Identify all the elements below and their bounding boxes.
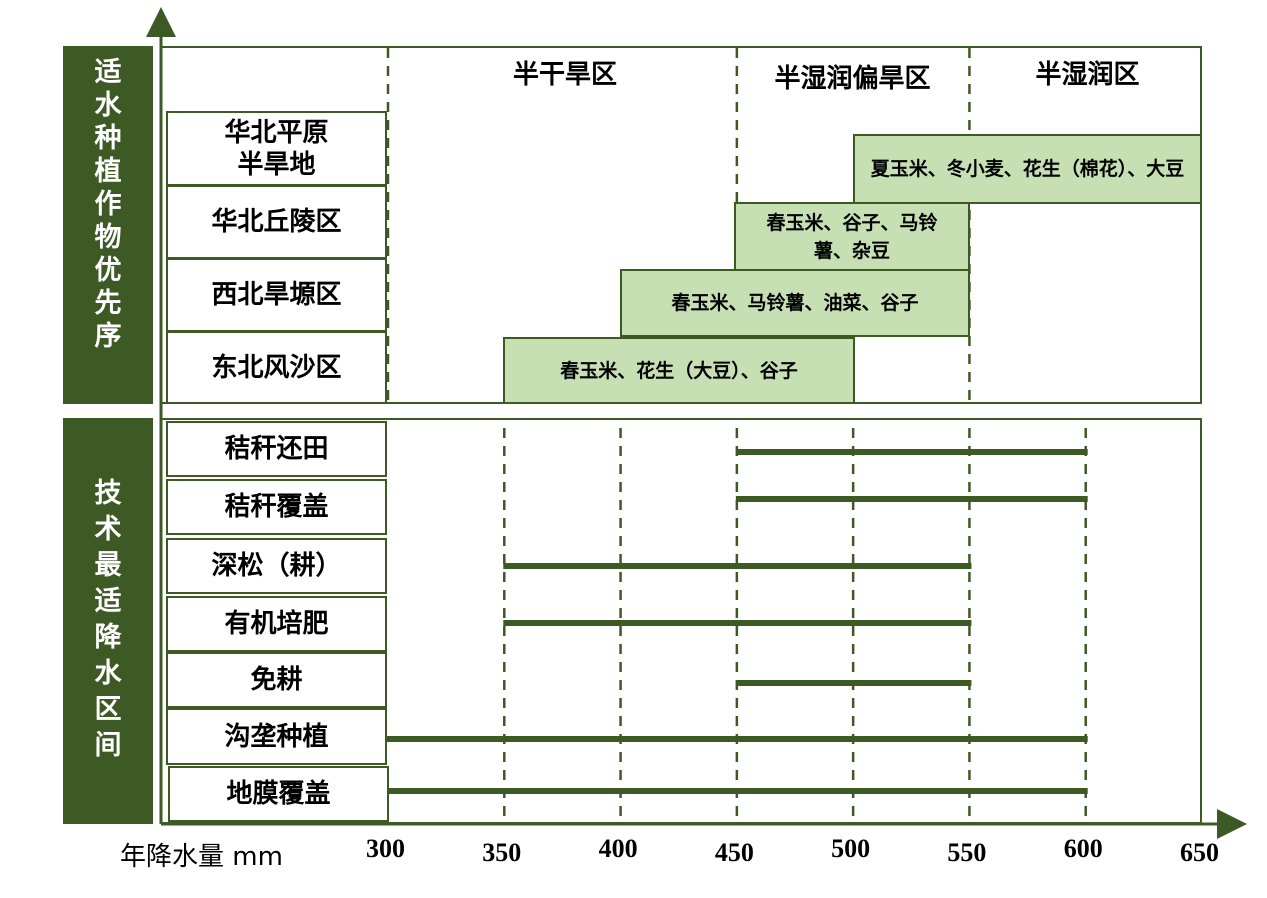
x-axis-label: 年降水量 mm (120, 842, 283, 872)
x-tick-500: 500 (831, 834, 871, 863)
bottom-section-title: 技 术 最 适 降 水 区 间 (63, 418, 153, 824)
tech-label-no-till: 免耕 (166, 652, 387, 708)
region-label-north-plain: 华北平原 半旱地 (166, 111, 387, 186)
region-label-northwest-plateau: 西北旱塬区 (166, 258, 387, 332)
tech-label-subsoiling: 深松（耕） (166, 538, 387, 594)
x-tick-650: 650 (1180, 838, 1219, 867)
crop-box-north-hills: 春玉米、谷子、马铃薯、杂豆 (734, 202, 970, 272)
zone-semi-humid: 半湿润区 (1035, 60, 1140, 90)
crop-box-northwest-plateau: 春玉米、马铃薯、油菜、谷子 (620, 269, 970, 337)
x-tick-450: 450 (714, 838, 754, 867)
x-tick-600: 600 (1063, 834, 1103, 863)
region-label-north-hills: 华北丘陵区 (166, 185, 387, 259)
zone-semi-humid-dry: 半湿润偏旱区 (774, 64, 931, 94)
tech-label-film-mulch: 地膜覆盖 (168, 766, 389, 822)
tech-label-organic-fertility: 有机培肥 (166, 596, 387, 652)
crop-box-north-plain: 夏玉米、冬小麦、花生（棉花）、大豆 (853, 134, 1202, 204)
x-tick-350: 350 (482, 838, 522, 867)
x-tick-300: 300 (366, 834, 405, 863)
zone-semi-arid: 半干旱区 (512, 60, 617, 90)
tech-label-straw-mulch: 秸秆覆盖 (166, 479, 387, 535)
tech-label-ridge-furrow: 沟垄种植 (166, 708, 387, 765)
x-tick-400: 400 (598, 834, 638, 863)
region-label-northeast-sandy: 东北风沙区 (166, 331, 387, 404)
x-tick-550: 550 (947, 838, 987, 867)
crop-box-northeast-sandy: 春玉米、花生（大豆）、谷子 (503, 337, 855, 404)
tech-label-straw-return: 秸秆还田 (166, 421, 387, 477)
top-section-title: 适 水 种 植 作 物 优 先 序 (63, 46, 153, 404)
